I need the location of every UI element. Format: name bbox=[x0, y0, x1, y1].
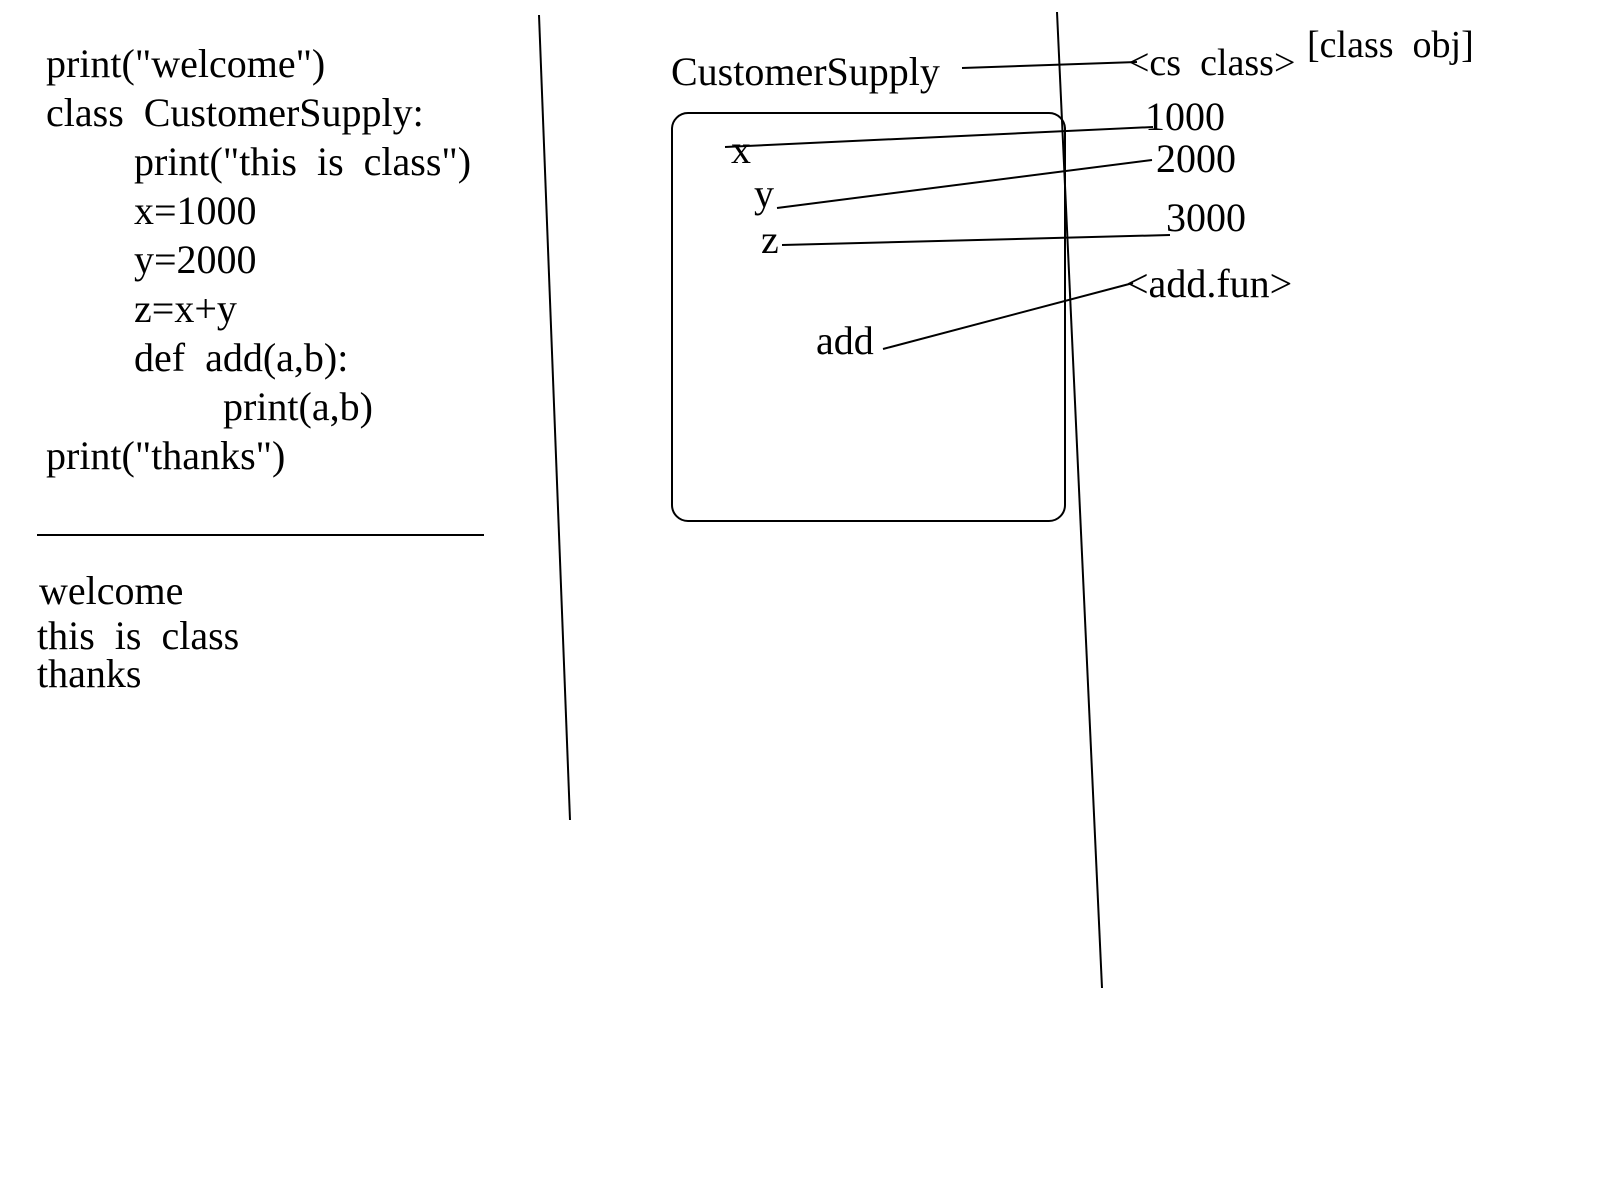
divider-left bbox=[538, 14, 571, 821]
arrow-y-to-2000 bbox=[776, 159, 1153, 209]
code-line-4: x=1000 bbox=[134, 188, 257, 233]
namespace-var-x: x bbox=[731, 127, 751, 172]
namespace-function-add: add bbox=[816, 318, 874, 363]
arrow-class-to-cs-class bbox=[961, 61, 1138, 69]
output-line-1: welcome bbox=[39, 568, 184, 613]
namespace-box bbox=[671, 112, 1066, 522]
namespace-var-y: y bbox=[754, 171, 774, 216]
code-line-3: print("this is class") bbox=[134, 139, 472, 184]
code-line-5: y=2000 bbox=[134, 237, 257, 282]
value-2000: 2000 bbox=[1156, 136, 1236, 181]
class-name-label: CustomerSupply bbox=[671, 49, 940, 94]
arrow-x-to-1000 bbox=[724, 126, 1154, 148]
class-object-ref: <cs class> bbox=[1128, 42, 1296, 84]
function-object-ref: <add.fun> bbox=[1126, 261, 1293, 306]
divider-right bbox=[1056, 11, 1103, 989]
code-line-2: class CustomerSupply: bbox=[46, 90, 424, 135]
code-line-9: print("thanks") bbox=[46, 433, 286, 478]
output-line-3: thanks bbox=[37, 651, 142, 696]
class-object-tag: [class obj] bbox=[1307, 24, 1474, 66]
namespace-var-z: z bbox=[761, 217, 779, 262]
arrow-z-to-3000 bbox=[781, 234, 1171, 246]
value-3000: 3000 bbox=[1166, 195, 1246, 240]
code-line-6: z=x+y bbox=[134, 286, 237, 331]
value-1000: 1000 bbox=[1145, 94, 1225, 139]
arrow-add-to-add-fun bbox=[882, 282, 1134, 350]
code-line-7: def add(a,b): bbox=[134, 335, 349, 380]
output-line-2: this is class bbox=[37, 613, 240, 658]
code-line-8: print(a,b) bbox=[223, 384, 373, 429]
code-line-1: print("welcome") bbox=[46, 41, 326, 86]
